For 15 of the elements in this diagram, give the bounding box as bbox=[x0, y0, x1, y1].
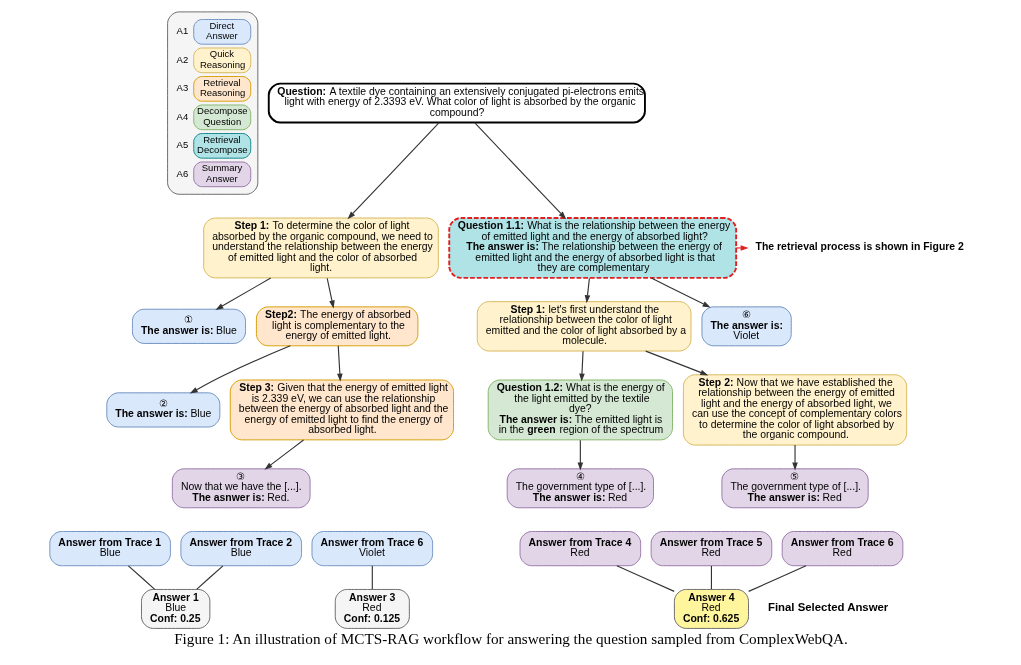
caption: Figure 1: An illustration of MCTS-RAG workflow for answering the question sampled from ComplexWebQA. bbox=[173, 630, 848, 648]
node-text: The retrieval process is shown in Figure 2 bbox=[755, 240, 964, 252]
label: A3 bbox=[176, 82, 188, 94]
label: A5 bbox=[176, 139, 188, 151]
legend-label: Direct Answer bbox=[205, 19, 238, 42]
label: A2 bbox=[176, 53, 188, 65]
legend-label: Decompose Question bbox=[196, 105, 248, 127]
label: A6 bbox=[176, 167, 188, 179]
label: A1 bbox=[176, 25, 188, 37]
legend-label: Quick Reasoning bbox=[199, 48, 245, 70]
node-label: Final Selected Answer bbox=[767, 600, 888, 613]
legend-label: Retrieval Decompose bbox=[196, 133, 248, 156]
legend-label: Summary Answer bbox=[201, 162, 242, 184]
label: A4 bbox=[176, 110, 188, 122]
legend-label: Retrieval Reasoning bbox=[199, 76, 245, 99]
